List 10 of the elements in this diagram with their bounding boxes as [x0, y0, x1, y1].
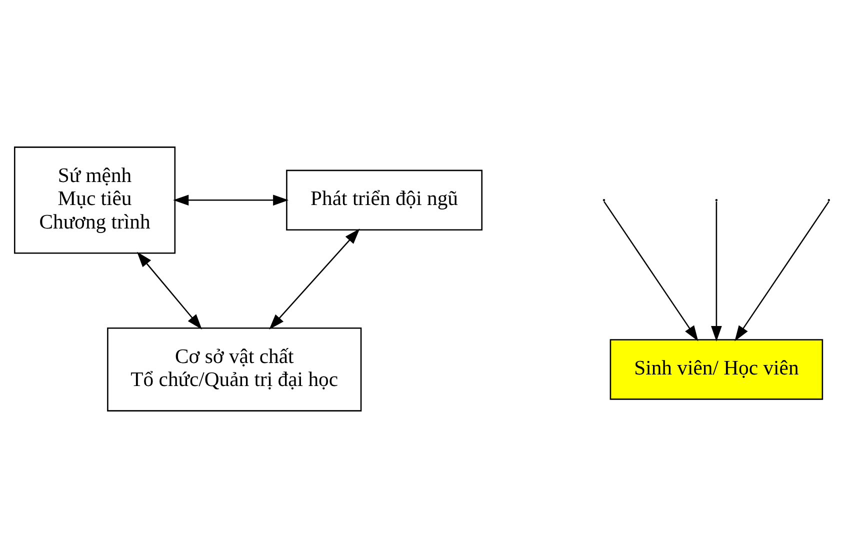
node-box: Phát triển đội ngũ: [286, 170, 482, 231]
node-box: Sứ mệnh Mục tiêu Chương trình: [14, 146, 176, 254]
arrow: [604, 201, 698, 342]
arrow: [734, 201, 830, 342]
node-box: Sinh viên/ Học viên: [610, 339, 824, 400]
arrow: [711, 202, 722, 342]
arrow: [173, 194, 289, 206]
arrow: [269, 228, 360, 330]
arrow: [136, 252, 202, 330]
node-box: Cơ sở vật chất Tổ chức/Quản trị đại học: [107, 327, 362, 412]
